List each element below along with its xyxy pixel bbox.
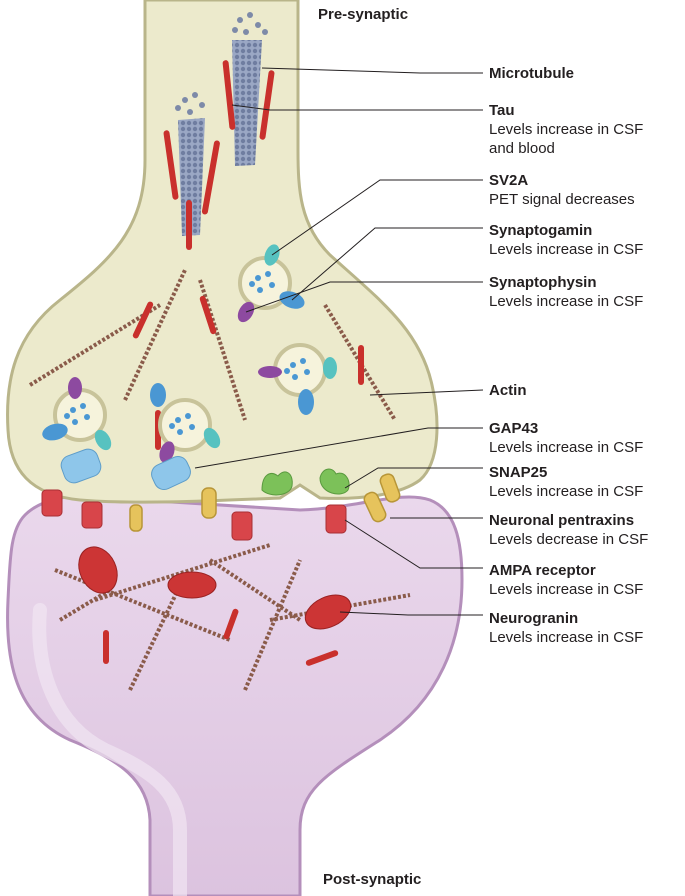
synaptic-vesicle [158, 398, 212, 452]
label-snap25-name: SNAP25 [489, 464, 548, 481]
sv2a-proteins [94, 244, 337, 451]
label-snap25: SNAP25 Levels increase in CSF [489, 463, 643, 501]
label-neurogranin: Neurogranin Levels increase in CSF [489, 609, 643, 647]
label-neuronal-pentraxins-name: Neuronal pentraxins [489, 512, 635, 529]
gap43-proteins [60, 448, 191, 491]
label-gap43-name: GAP43 [489, 420, 539, 437]
ampa-receptors [41, 489, 347, 541]
postsynaptic-label: Post-synaptic [323, 871, 422, 888]
label-actin-name: Actin [489, 382, 527, 399]
synaptophysin-proteins [42, 291, 314, 441]
label-tau-desc-1: Levels increase in CSF [489, 121, 644, 138]
label-sv2a: SV2A PET signal decreases [489, 171, 635, 209]
label-gap43: GAP43 Levels increase in CSF [489, 419, 643, 457]
snap25-proteins [261, 468, 350, 496]
label-synaptophysin-name: Synaptophysin [489, 274, 597, 291]
leader-lines [194, 67, 484, 616]
label-synaptogamin: Synaptogamin Levels increase in CSF [489, 221, 643, 259]
microtubule-right [232, 40, 262, 166]
label-sv2a-desc: PET signal decreases [489, 191, 635, 208]
label-neurogranin-desc: Levels increase in CSF [489, 629, 644, 646]
label-tau: Tau Levels increase in CSF and blood [489, 101, 643, 158]
microtubule-left [178, 118, 205, 236]
label-tau-name: Tau [489, 102, 515, 119]
label-ampa-receptor-name: AMPA receptor [489, 562, 596, 579]
label-microtubule-name: Microtubule [489, 65, 574, 82]
label-tau-desc-2: and blood [489, 140, 555, 157]
label-ampa-receptor-desc: Levels increase in CSF [489, 581, 644, 598]
label-synaptophysin: Synaptophysin Levels increase in CSF [489, 273, 643, 311]
microtubule-bundle [175, 12, 268, 236]
label-synaptogamin-desc: Levels increase in CSF [489, 241, 644, 258]
label-snap25-desc: Levels increase in CSF [489, 483, 644, 500]
label-synaptophysin-desc: Levels increase in CSF [489, 293, 644, 310]
neuronal-pentraxins-proteins [129, 473, 401, 532]
neurogranin-proteins [78, 546, 352, 630]
label-sv2a-name: SV2A [489, 172, 529, 189]
label-microtubule: Microtubule [489, 64, 574, 83]
tau-proteins [163, 60, 275, 250]
synaptic-vesicle [273, 343, 327, 397]
label-neurogranin-name: Neurogranin [489, 610, 579, 627]
presynaptic-label: Pre-synaptic [318, 6, 409, 23]
tau-post [103, 608, 339, 666]
label-synaptogamin-name: Synaptogamin [489, 222, 593, 239]
postsynaptic-inner-highlight [32, 603, 187, 896]
label-actin: Actin [489, 381, 527, 400]
label-neuronal-pentraxins: Neuronal pentraxins Levels decrease in C… [489, 511, 648, 549]
label-neuronal-pentraxins-desc: Levels decrease in CSF [489, 531, 649, 548]
label-gap43-desc: Levels increase in CSF [489, 439, 644, 456]
label-ampa-receptor: AMPA receptor Levels increase in CSF [489, 561, 643, 599]
